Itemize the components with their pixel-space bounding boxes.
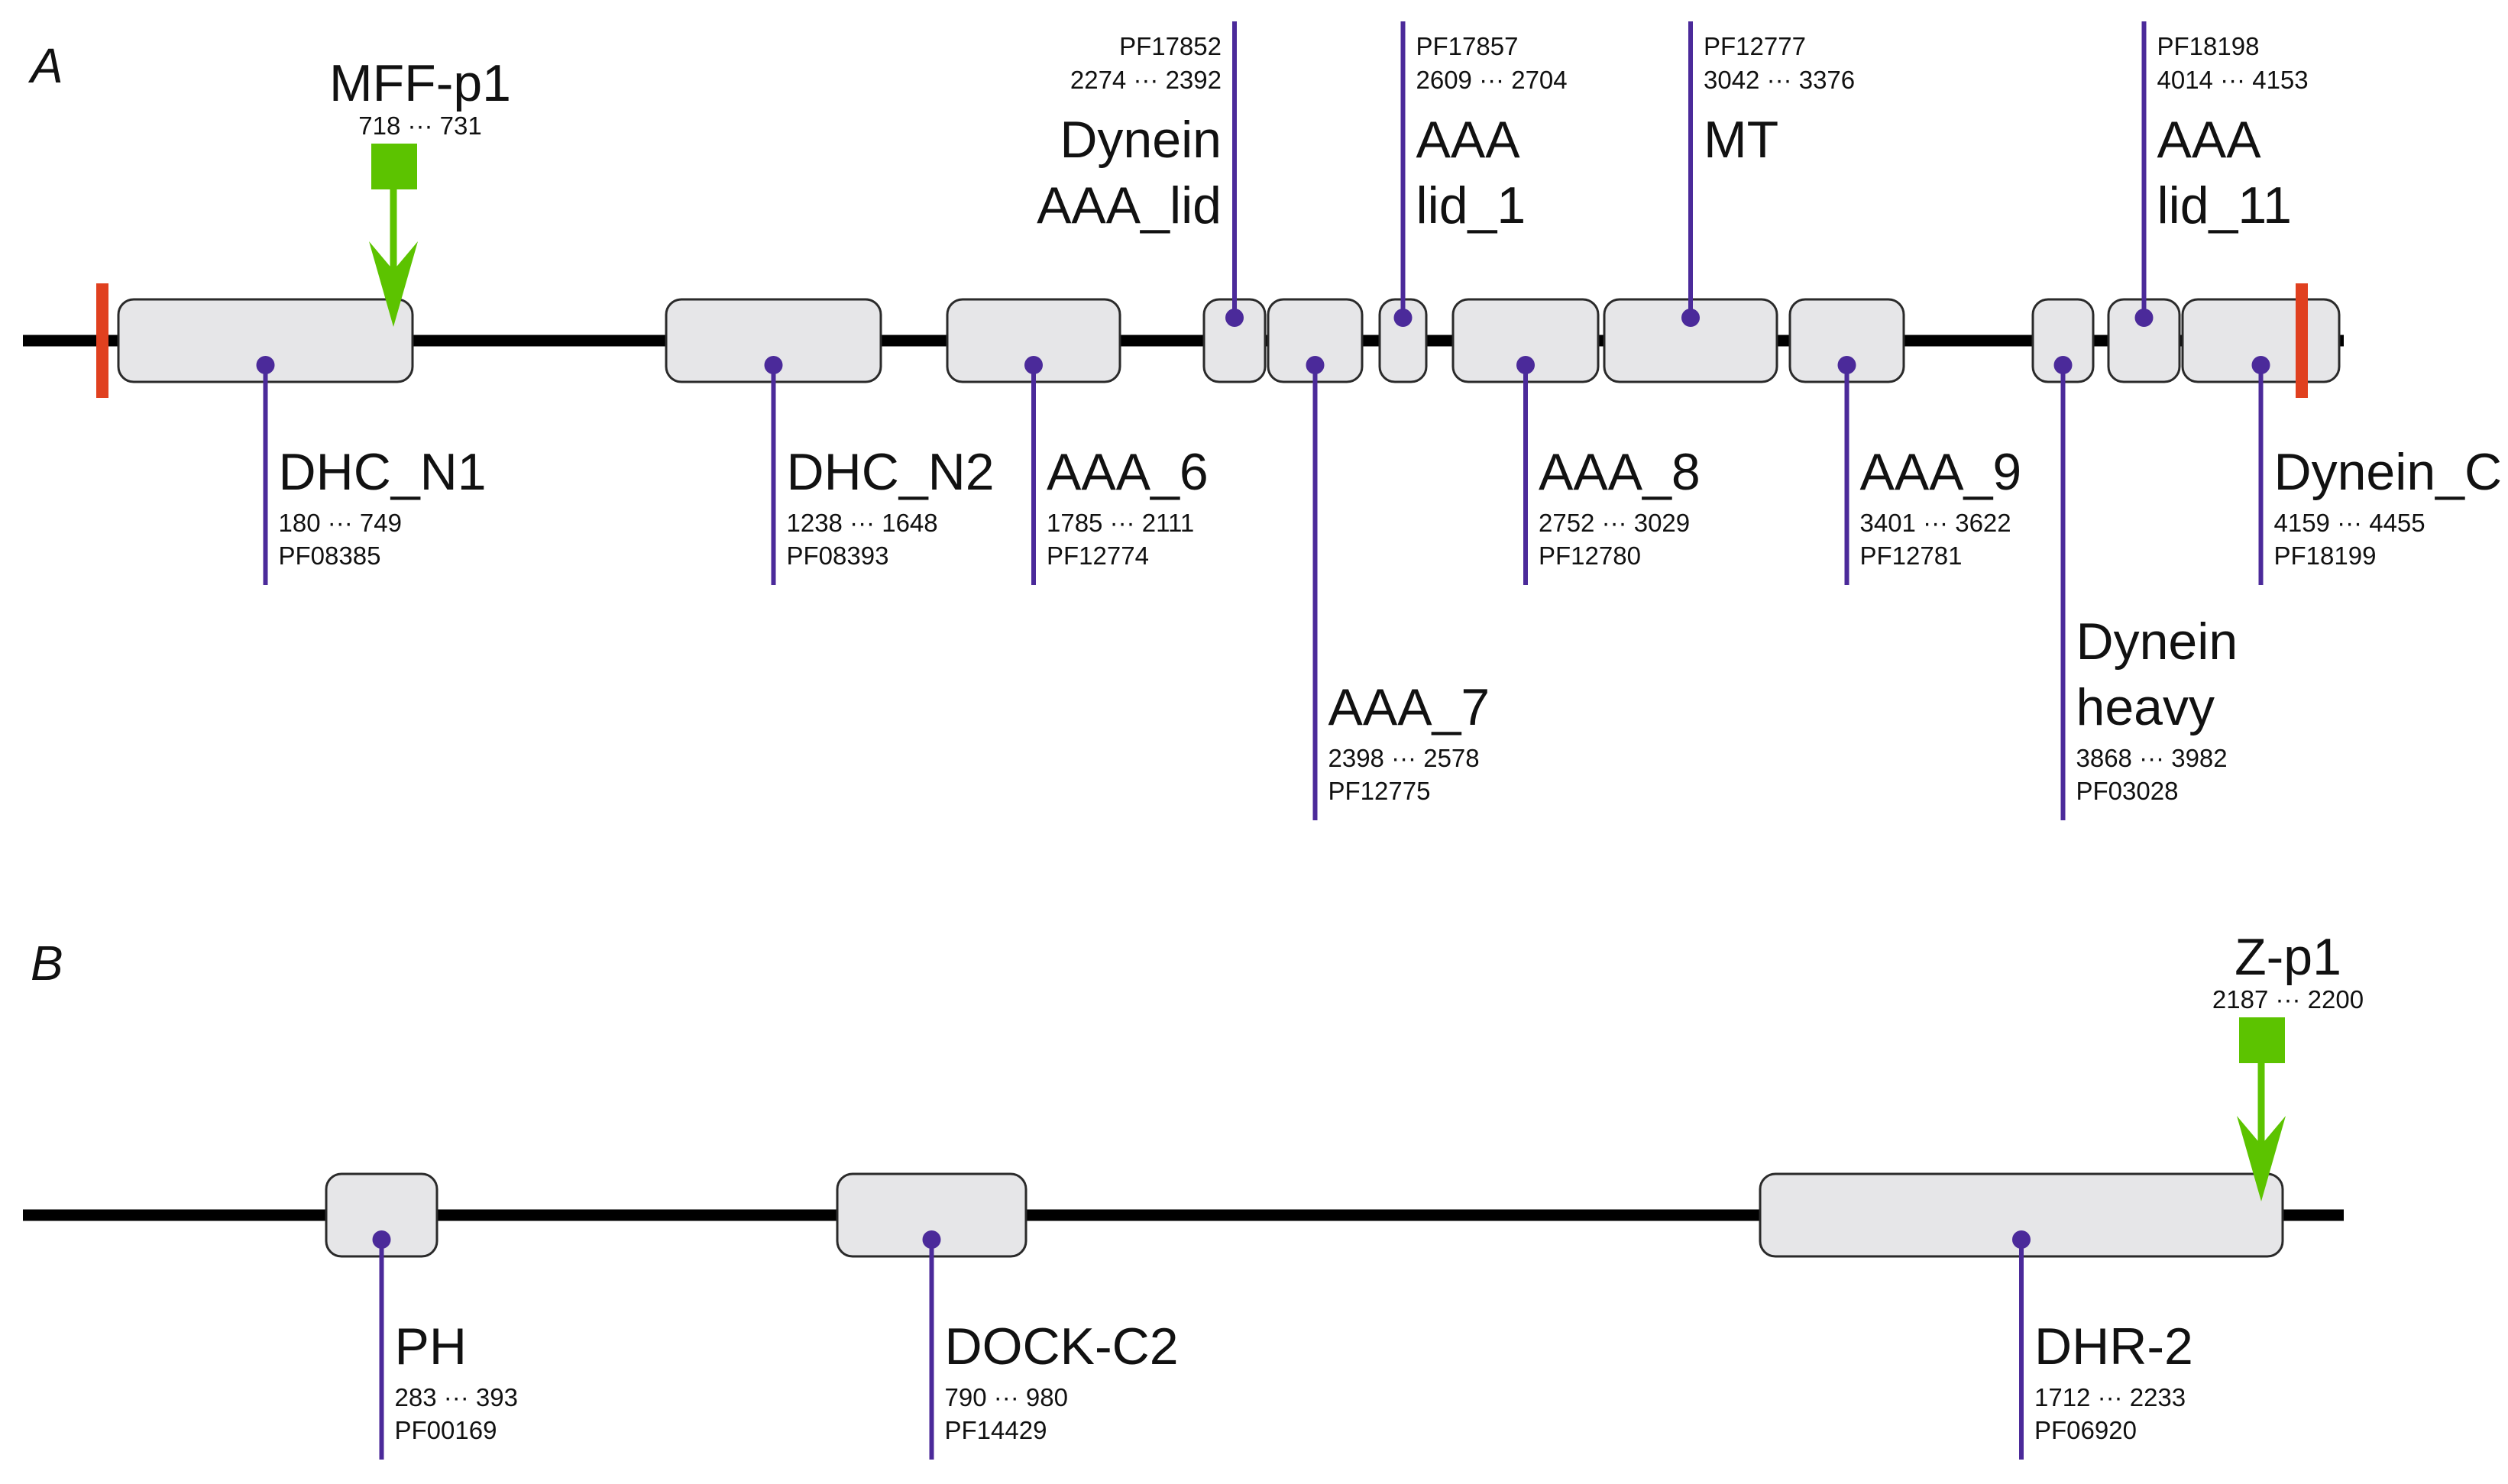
domain-range: 1712 ··· 2233	[2034, 1383, 2186, 1411]
domain-name: AAA_8	[1539, 443, 1701, 501]
domain-pin-dot	[1681, 309, 1700, 327]
domain-range: 283 ··· 393	[395, 1383, 518, 1411]
domain-range: 2398 ··· 2578	[1328, 744, 1480, 772]
domain-name: AAA_9	[1860, 443, 2022, 501]
domain-pin-dot	[2251, 356, 2270, 374]
domain-pfam: PF17852	[1119, 32, 1222, 60]
domain-range: 790 ··· 980	[945, 1383, 1068, 1411]
domain-range: 3868 ··· 3982	[2076, 744, 2228, 772]
domain-range: 180 ··· 749	[279, 509, 402, 537]
domain-pin-dot	[2053, 356, 2073, 374]
domain-name: lid_1	[1416, 176, 1526, 234]
domain-pfam: PF18198	[2157, 32, 2260, 60]
domain-pfam: PF14429	[945, 1416, 1047, 1444]
domain-name: AAA	[1416, 111, 1521, 169]
domain-range: 4159 ··· 4455	[2274, 509, 2425, 537]
domain-name: AAA_7	[1328, 678, 1490, 736]
domain-range: 2274 ··· 2392	[1070, 66, 1222, 94]
domain-pin-dot	[1393, 309, 1413, 327]
domain-name: MT	[1704, 111, 1778, 169]
domain-name: Dynein	[1060, 111, 1222, 169]
domain-pfam: PF12777	[1704, 32, 1806, 60]
domain-pin-dot	[256, 356, 275, 374]
domain-pin-dot	[2134, 309, 2154, 327]
domain-name: DHC_N2	[787, 443, 995, 501]
peptide-name: Z-p1	[2235, 928, 2341, 986]
domain-name: DOCK-C2	[945, 1317, 1179, 1376]
domain-pfam: PF03028	[2076, 777, 2179, 805]
domain-range: 4014 ··· 4153	[2157, 66, 2309, 94]
peptide-square	[371, 144, 417, 189]
domain-pfam: PF08393	[787, 542, 889, 570]
domain-pfam: PF12774	[1047, 542, 1149, 570]
domain-pin-dot	[1306, 356, 1325, 374]
domain-pin-dot	[372, 1230, 391, 1249]
domain-name: PH	[395, 1317, 467, 1376]
domain-range: 3042 ··· 3376	[1704, 66, 1855, 94]
domain-name: heavy	[2076, 678, 2215, 736]
domain-name: lid_11	[2157, 176, 2292, 234]
domain-pfam: PF12780	[1539, 542, 1641, 570]
domain-pfam: PF12775	[1328, 777, 1431, 805]
panel-label: B	[31, 936, 63, 991]
domain-pfam: PF00169	[395, 1416, 497, 1444]
domain-range: 1238 ··· 1648	[787, 509, 938, 537]
domain-name: DHC_N1	[279, 443, 487, 501]
domain-range: 1785 ··· 2111	[1047, 509, 1194, 537]
peptide-range: 2187 ··· 2200	[2212, 985, 2364, 1014]
panel-label: A	[28, 38, 63, 93]
domain-name: Dynein_C	[2274, 443, 2503, 501]
domain-range: 3401 ··· 3622	[1860, 509, 2011, 537]
domain-name: AAA_6	[1047, 443, 1209, 501]
domain-pfam: PF08385	[279, 542, 381, 570]
domain-pin-dot	[922, 1230, 941, 1249]
domain-pin-dot	[1516, 356, 1535, 374]
domain-pin-dot	[1225, 309, 1244, 327]
domain-name: DHR-2	[2034, 1317, 2193, 1376]
peptide-square	[2239, 1017, 2285, 1063]
domain-pin-dot	[1837, 356, 1856, 374]
domain-pin-dot	[764, 356, 783, 374]
domain-pfam: PF06920	[2034, 1416, 2137, 1444]
peptide-arrowhead	[369, 241, 418, 327]
domain-range: 2752 ··· 3029	[1539, 509, 1690, 537]
domain-pin-dot	[2012, 1230, 2031, 1249]
domain-name: AAA_lid	[1037, 176, 1222, 234]
domain-name: AAA	[2157, 111, 2262, 169]
domain-name: Dynein	[2076, 613, 2238, 671]
domain-pfam: PF17857	[1416, 32, 1519, 60]
domain-pin-dot	[1024, 356, 1043, 374]
peptide-arrowhead	[2237, 1116, 2286, 1201]
domain-pfam: PF12781	[1860, 542, 1963, 570]
domain-pfam: PF18199	[2274, 542, 2377, 570]
domain-range: 2609 ··· 2704	[1416, 66, 1568, 94]
peptide-name: MFF-p1	[329, 54, 511, 112]
peptide-range: 718 ··· 731	[358, 112, 481, 140]
